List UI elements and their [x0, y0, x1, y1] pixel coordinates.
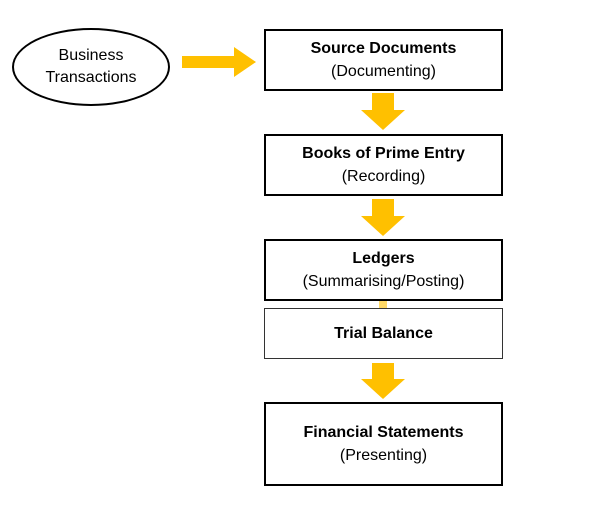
- step-subtitle: (Recording): [341, 168, 426, 185]
- arrow-down-4: [361, 363, 405, 399]
- step-title: Financial Statements: [303, 424, 464, 441]
- step-title: Ledgers: [352, 250, 415, 267]
- start-node-line1: Business: [58, 47, 124, 64]
- financial-statements-box: Financial Statements (Presenting): [264, 402, 503, 486]
- business-transactions-node: Business Transactions: [12, 28, 170, 106]
- arrow-down-2: [361, 199, 405, 236]
- books-of-prime-entry-box: Books of Prime Entry (Recording): [264, 134, 503, 196]
- arrow-down-1: [361, 93, 405, 130]
- step-title: Trial Balance: [334, 325, 433, 342]
- step-subtitle: (Summarising/Posting): [302, 273, 465, 290]
- start-node-line2: Transactions: [45, 69, 137, 86]
- step-title: Source Documents: [310, 40, 457, 57]
- step-title: Books of Prime Entry: [302, 145, 465, 162]
- ledgers-box: Ledgers (Summarising/Posting): [264, 239, 503, 301]
- step-subtitle: (Documenting): [331, 63, 436, 80]
- arrow-right: [182, 47, 256, 77]
- source-documents-box: Source Documents (Documenting): [264, 29, 503, 91]
- trial-balance-box: Trial Balance: [264, 308, 503, 359]
- step-subtitle: (Presenting): [339, 447, 428, 464]
